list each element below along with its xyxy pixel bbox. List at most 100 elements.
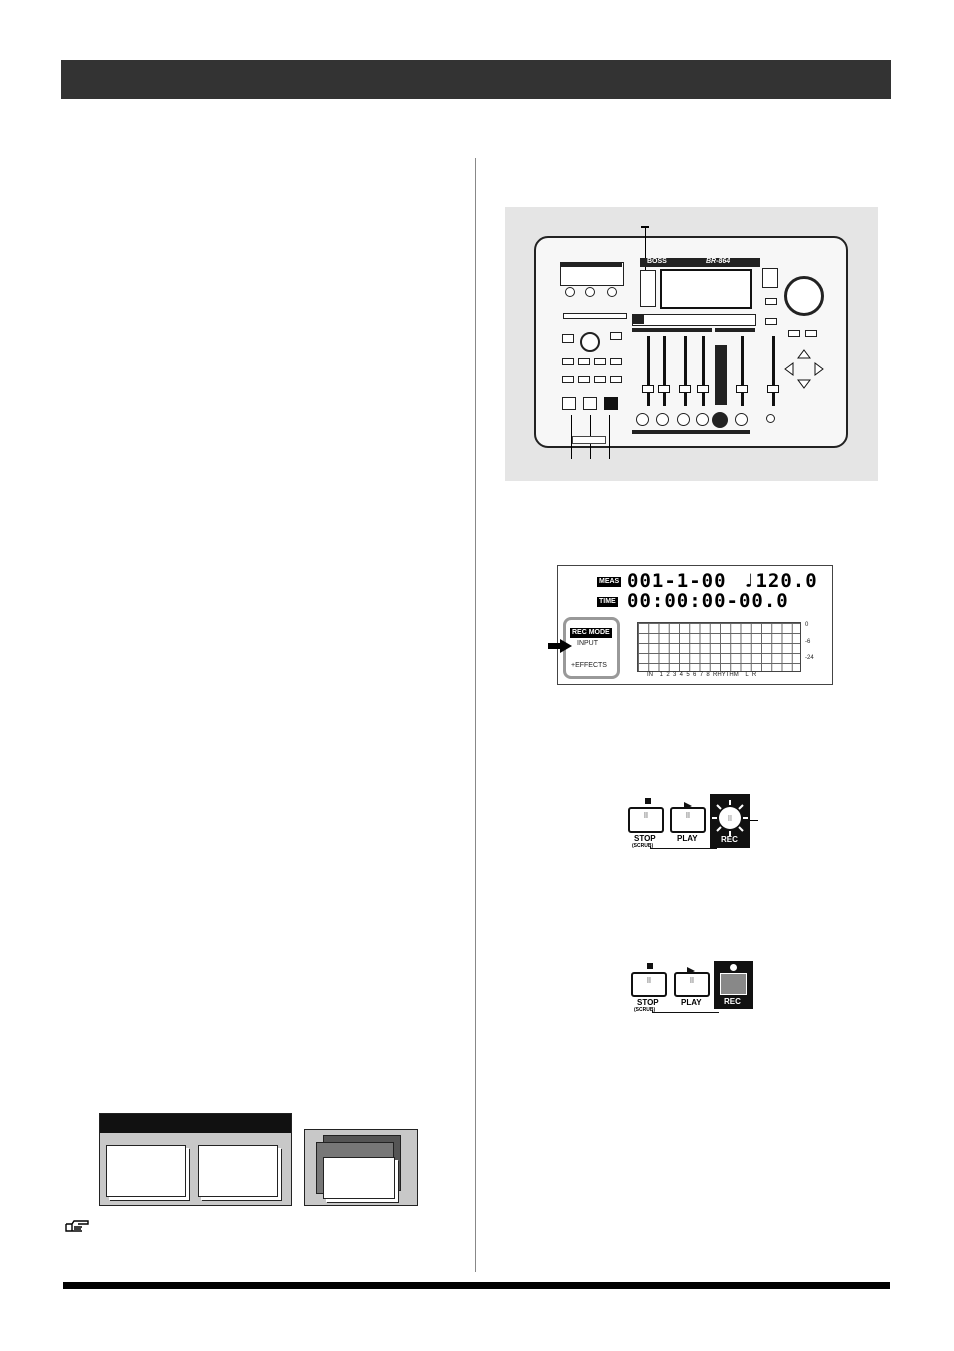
effects-button[interactable]	[562, 334, 574, 343]
sens-knob-1[interactable]	[565, 287, 575, 297]
device-screen	[660, 269, 752, 309]
sens-knob-2[interactable]	[585, 287, 595, 297]
stop-button[interactable]: ⠿	[628, 807, 664, 833]
fader-track-1	[647, 336, 650, 406]
locator-button-3[interactable]	[594, 358, 606, 365]
device-rec-button[interactable]	[604, 397, 618, 410]
undo-button[interactable]	[765, 298, 777, 305]
model-name: BR-864	[706, 258, 731, 265]
thumbnail-a-card-2	[198, 1145, 278, 1197]
input-level-knob[interactable]	[580, 332, 600, 352]
enter-button[interactable]	[805, 330, 817, 337]
rec-mode-tag: REC MODE	[570, 628, 612, 638]
rew-button[interactable]	[578, 376, 590, 383]
rec-track-knob-4[interactable]	[696, 413, 709, 426]
track-mixer-header	[632, 328, 712, 332]
rec-track-knob-2[interactable]	[656, 413, 669, 426]
level-meter-grid	[637, 622, 801, 672]
exit-button[interactable]	[788, 330, 800, 337]
rec-indicator-icon	[730, 964, 737, 971]
rec-track-knob-5[interactable]	[735, 413, 748, 426]
fader-5[interactable]	[736, 385, 748, 393]
meas-value: 001-1-00	[627, 570, 727, 592]
footswitch-jack	[572, 436, 606, 444]
device-stop-button[interactable]	[562, 397, 576, 410]
play-button-2[interactable]: ⠿	[674, 972, 710, 997]
meas-tag: MEAS	[597, 577, 622, 587]
callout-line-1	[571, 415, 572, 459]
fader-3[interactable]	[679, 385, 691, 393]
svg-text:⠿: ⠿	[727, 815, 732, 823]
screen-thumbnail-a	[99, 1113, 292, 1206]
meter-scale-24: -24	[805, 655, 814, 661]
rec-label-flashing: REC	[721, 835, 738, 844]
rec-button-flashing[interactable]: ⠿ REC	[710, 794, 750, 848]
tuner-button[interactable]	[610, 332, 622, 340]
stop-button-2[interactable]: ⠿	[631, 972, 667, 997]
stop-icon-2	[647, 963, 653, 969]
fader-track-5	[741, 336, 744, 406]
play-button[interactable]: ⠿	[670, 807, 706, 833]
rec-track-knob-3[interactable]	[677, 413, 690, 426]
cursor-pad[interactable]	[783, 348, 825, 390]
rec-track-knob-1[interactable]	[636, 413, 649, 426]
input-section-title	[560, 262, 622, 267]
scrub-label: (SCRUB)	[632, 843, 654, 849]
track-button[interactable]	[632, 314, 644, 324]
pointing-hand-icon	[64, 1218, 90, 1234]
arrow-right-icon	[548, 639, 572, 653]
locator-button-4[interactable]	[610, 358, 622, 365]
rhythm-guide-header	[715, 328, 755, 332]
screen-thumbnail-b	[304, 1129, 418, 1206]
track-mixer-buttons	[632, 314, 756, 326]
repeat-button[interactable]	[610, 376, 622, 383]
rec-button-lit[interactable]: REC	[714, 961, 753, 1009]
fader-1[interactable]	[642, 385, 654, 393]
rec-mode-effects: +EFFECTS	[571, 662, 607, 669]
time-value-dial[interactable]	[784, 276, 824, 316]
rhythm-guide-strip	[715, 345, 727, 405]
rec-mode-input: INPUT	[577, 640, 598, 647]
meter-channel-labels: IN 1 2 3 4 5 6 7 8 RHYTHM L R	[647, 672, 757, 678]
brand-strip	[640, 258, 760, 267]
callout-line-3	[609, 415, 610, 459]
master-fader-track	[772, 336, 775, 406]
tone-button[interactable]	[765, 318, 777, 325]
stop-icon	[645, 798, 651, 804]
scrub-label-2: (SCRUB)	[634, 1007, 656, 1013]
stop-label-2: STOP	[637, 998, 659, 1007]
callout-tick-top	[641, 226, 649, 228]
rec-button-face	[720, 973, 747, 995]
locator-button-1[interactable]	[562, 358, 574, 365]
device-play-button[interactable]	[583, 397, 597, 410]
headphone-knob[interactable]	[766, 414, 775, 423]
time-value: 00:00:00-00.0	[627, 590, 789, 612]
rec-callout-line	[750, 820, 758, 821]
sens-knob-3[interactable]	[607, 287, 617, 297]
locator-button-2[interactable]	[578, 358, 590, 365]
scrub-bracket	[650, 848, 717, 849]
ff-button[interactable]	[594, 376, 606, 383]
master-fader[interactable]	[767, 385, 779, 393]
footer-bar	[63, 1282, 890, 1289]
bounce-knob[interactable]	[712, 412, 728, 428]
column-divider	[475, 158, 476, 1272]
section-header-bar	[61, 60, 891, 99]
utility-button[interactable]	[762, 268, 778, 288]
fader-track-4	[702, 336, 705, 406]
meter-scale-6: -6	[805, 639, 811, 645]
fader-track-2	[663, 336, 666, 406]
scrub-bracket-left	[650, 846, 651, 849]
fader-4[interactable]	[697, 385, 709, 393]
fader-2[interactable]	[658, 385, 670, 393]
meter-scale-0: 0	[805, 622, 809, 628]
rec-mode-indicator	[640, 270, 656, 307]
input-select-bar[interactable]	[563, 313, 627, 319]
play-label-2: PLAY	[681, 998, 702, 1007]
rec-label-lit: REC	[724, 997, 741, 1006]
thumbnail-a-header	[100, 1114, 291, 1133]
stop-label: STOP	[634, 834, 656, 843]
play-label: PLAY	[677, 834, 698, 843]
time-tag: TIME	[597, 597, 618, 607]
zero-button[interactable]	[562, 376, 574, 383]
